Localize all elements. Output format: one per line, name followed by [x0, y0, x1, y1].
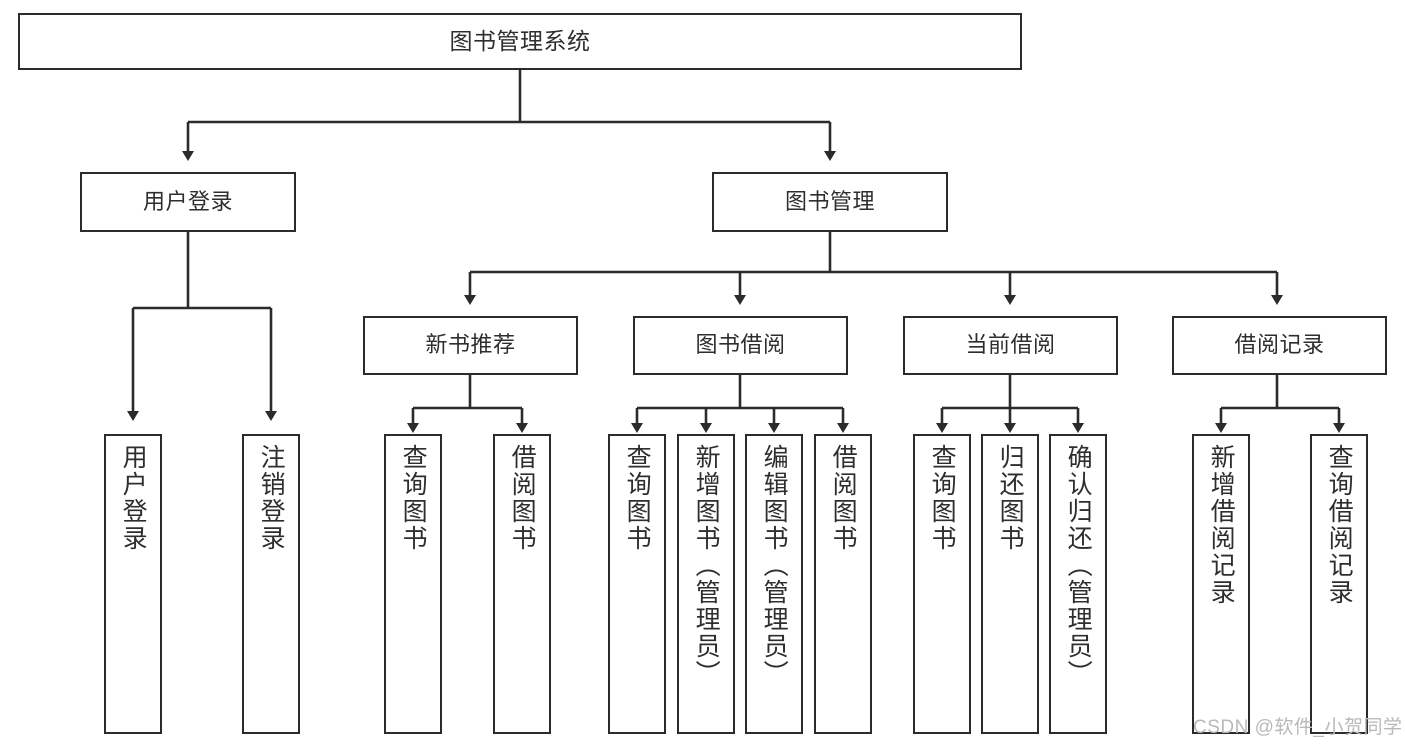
- leaf-borrow-add-book-admin[interactable]: 新增图书（管理员）: [677, 434, 735, 734]
- node-label: 查询图书: [399, 444, 428, 552]
- leaf-record-add-record[interactable]: 新增借阅记录: [1192, 434, 1250, 734]
- node-label: 借阅图书: [508, 444, 537, 552]
- node-root-book-management-system[interactable]: 图书管理系统: [18, 13, 1022, 70]
- node-label: 用户登录: [142, 188, 233, 214]
- leaf-new-book-borrow-books[interactable]: 借阅图书: [493, 434, 551, 734]
- node-new-book-recommendation[interactable]: 新书推荐: [363, 316, 578, 375]
- node-label: 查询借阅记录: [1325, 444, 1354, 606]
- node-label: 图书借阅: [695, 332, 786, 358]
- node-label: 新增借阅记录: [1207, 444, 1236, 606]
- leaf-user-login-logout[interactable]: 注销登录: [242, 434, 300, 734]
- node-label: 注销登录: [257, 444, 286, 552]
- leaf-current-confirm-return-admin[interactable]: 确认归还（管理员）: [1049, 434, 1107, 734]
- node-label: 图书管理: [784, 188, 875, 214]
- node-current-borrowing[interactable]: 当前借阅: [903, 316, 1118, 375]
- leaf-borrow-edit-book-admin[interactable]: 编辑图书（管理员）: [745, 434, 803, 734]
- leaf-current-query-books[interactable]: 查询图书: [913, 434, 971, 734]
- node-label: 编辑图书（管理员）: [760, 444, 789, 687]
- node-book-management[interactable]: 图书管理: [712, 172, 948, 232]
- node-label: 归还图书: [996, 444, 1025, 552]
- node-label: 确认归还（管理员）: [1064, 444, 1093, 687]
- node-borrowing-record[interactable]: 借阅记录: [1172, 316, 1387, 375]
- leaf-current-return-books[interactable]: 归还图书: [981, 434, 1039, 734]
- node-book-borrowing[interactable]: 图书借阅: [633, 316, 848, 375]
- leaf-new-book-query-books[interactable]: 查询图书: [384, 434, 442, 734]
- node-label: 用户登录: [119, 444, 148, 552]
- leaf-user-login-login[interactable]: 用户登录: [104, 434, 162, 734]
- node-label: 新书推荐: [425, 332, 516, 358]
- leaf-record-query-record[interactable]: 查询借阅记录: [1310, 434, 1368, 734]
- node-label: 查询图书: [623, 444, 652, 552]
- node-label: 新增图书（管理员）: [692, 444, 721, 687]
- node-user-login[interactable]: 用户登录: [80, 172, 296, 232]
- node-label: 借阅记录: [1234, 332, 1325, 358]
- node-label: 图书管理系统: [449, 28, 591, 55]
- leaf-borrow-query-books[interactable]: 查询图书: [608, 434, 666, 734]
- node-label: 当前借阅: [965, 332, 1056, 358]
- leaf-borrow-borrow-books[interactable]: 借阅图书: [814, 434, 872, 734]
- node-label: 借阅图书: [829, 444, 858, 552]
- node-label: 查询图书: [928, 444, 957, 552]
